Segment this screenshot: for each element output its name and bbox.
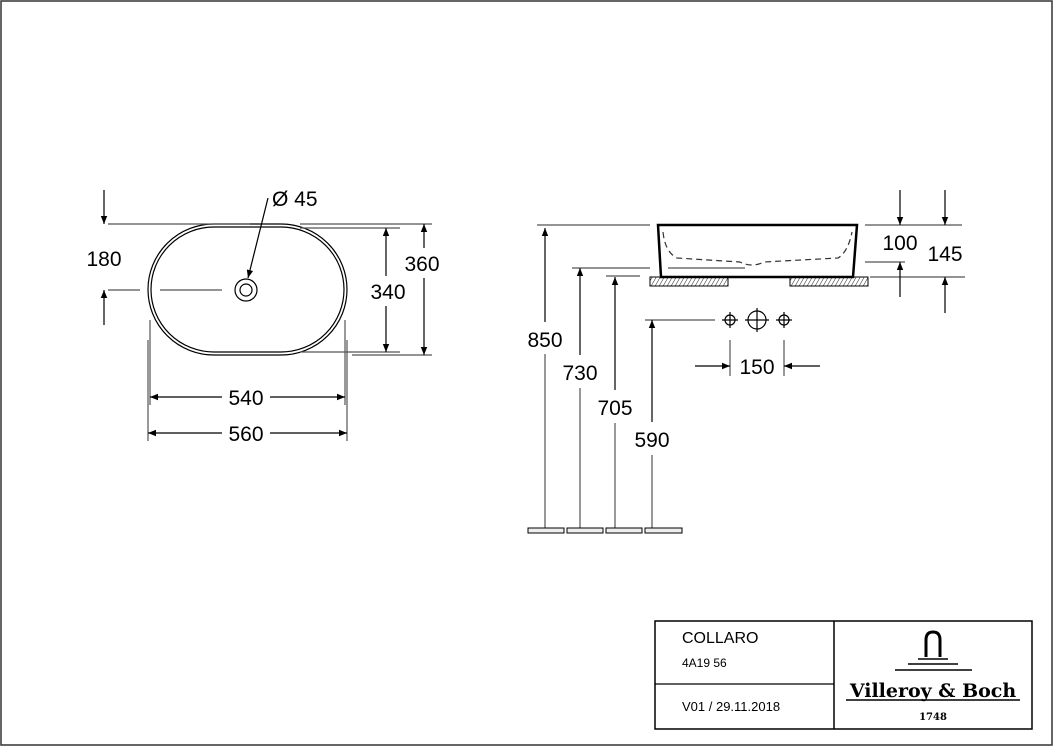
basin-profile xyxy=(656,223,859,279)
dim-outer-width: 560 xyxy=(228,423,263,446)
svg-text:1748: 1748 xyxy=(919,712,947,723)
dim-drain-diameter: Ø 45 xyxy=(272,188,318,211)
dim-inner-depth: 340 xyxy=(370,281,405,304)
svg-text:Villeroy & Boch: Villeroy & Boch xyxy=(849,680,1017,702)
dim-tap-spacing: 150 xyxy=(739,356,774,379)
top-view: 180 Ø 45 340 360 540 560 xyxy=(86,188,439,446)
dim-basin-height: 145 xyxy=(927,243,962,266)
dim-rim-height: 850 xyxy=(527,329,562,352)
dim-counter-top-height: 730 xyxy=(562,362,597,385)
dim-outer-depth: 360 xyxy=(404,253,439,276)
drain-icon xyxy=(234,278,258,302)
version-date: V01 / 29.11.2018 xyxy=(682,699,780,714)
side-view: 850 730 705 590 150 100 145 xyxy=(527,190,965,534)
dim-counter-bottom-height: 705 xyxy=(597,397,632,420)
article-number: 4A19 56 xyxy=(682,656,727,670)
basin-outline-inner xyxy=(150,226,345,353)
brand-logo: Villeroy & Boch 1748 xyxy=(846,630,1020,723)
dim-bowl-depth: 100 xyxy=(882,232,917,255)
product-name: COLLARO xyxy=(682,630,758,647)
title-block: COLLARO 4A19 56 V01 / 29.11.2018 Villero… xyxy=(654,620,1033,730)
dim-tap-hole-height: 590 xyxy=(634,429,669,452)
dim-inner-width: 540 xyxy=(228,387,263,410)
tap-hole-icons xyxy=(722,308,792,332)
dim-drain-offset: 180 xyxy=(86,248,121,271)
countertop-hatch xyxy=(649,276,869,287)
floor-line xyxy=(527,527,683,534)
